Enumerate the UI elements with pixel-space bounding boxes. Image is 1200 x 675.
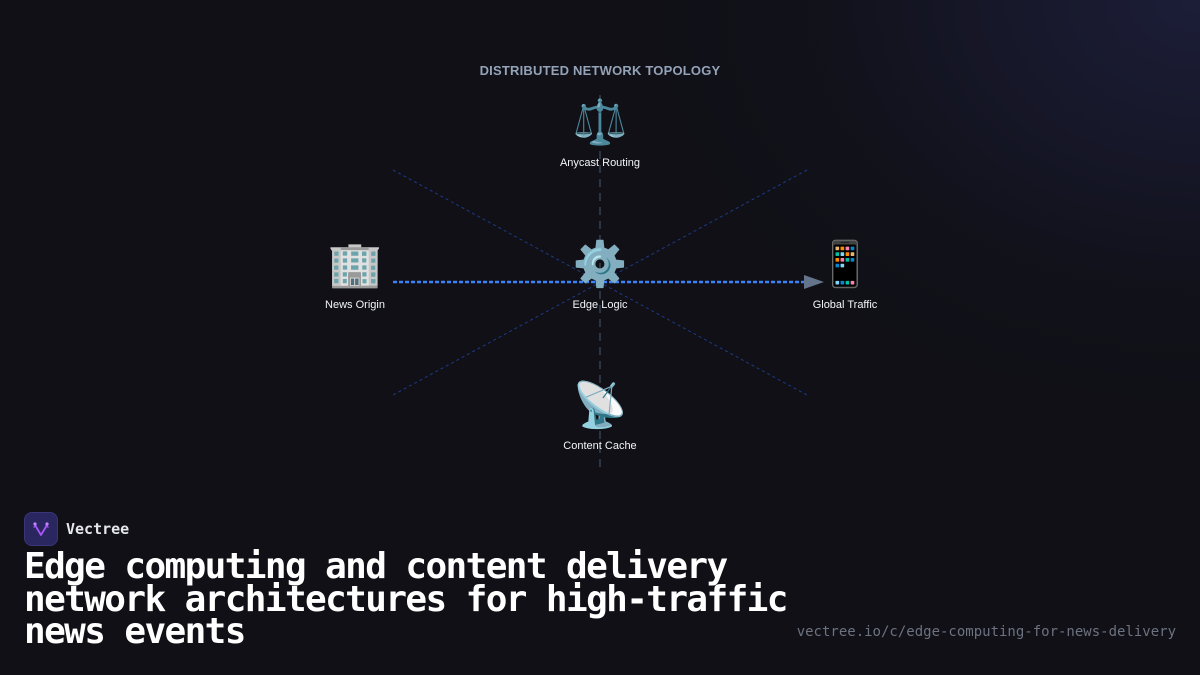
mobile-phone-icon: 📱 [817, 239, 873, 290]
brand-name: Vectree [66, 520, 130, 538]
brand: Vectree [24, 512, 129, 546]
balance-scale-icon: ⚖️ [572, 97, 628, 148]
node-label: Edge Logic [572, 299, 628, 311]
node-edge-logic: ⚙️ Edge Logic [540, 239, 660, 311]
node-label: Anycast Routing [559, 157, 641, 169]
node-label: Content Cache [563, 440, 637, 452]
gear-icon: ⚙️ [572, 239, 628, 290]
page-headline: Edge computing and content delivery netw… [24, 546, 788, 652]
node-content-cache: 📡 Content Cache [540, 380, 660, 452]
diagram-title: DISTRIBUTED NETWORK TOPOLOGY [479, 63, 721, 78]
page-url: vectree.io/c/edge-computing-for-news-del… [796, 624, 1176, 640]
satellite-antenna-icon: 📡 [572, 380, 628, 431]
office-building-icon: 🏢 [327, 239, 383, 290]
node-anycast-routing: ⚖️ Anycast Routing [540, 97, 660, 169]
node-label: News Origin [325, 299, 385, 311]
node-news-origin: 🏢 News Origin [295, 239, 415, 311]
node-global-traffic: 📱 Global Traffic [785, 239, 905, 311]
node-label: Global Traffic [812, 299, 878, 311]
vectree-logo-icon [24, 512, 58, 546]
